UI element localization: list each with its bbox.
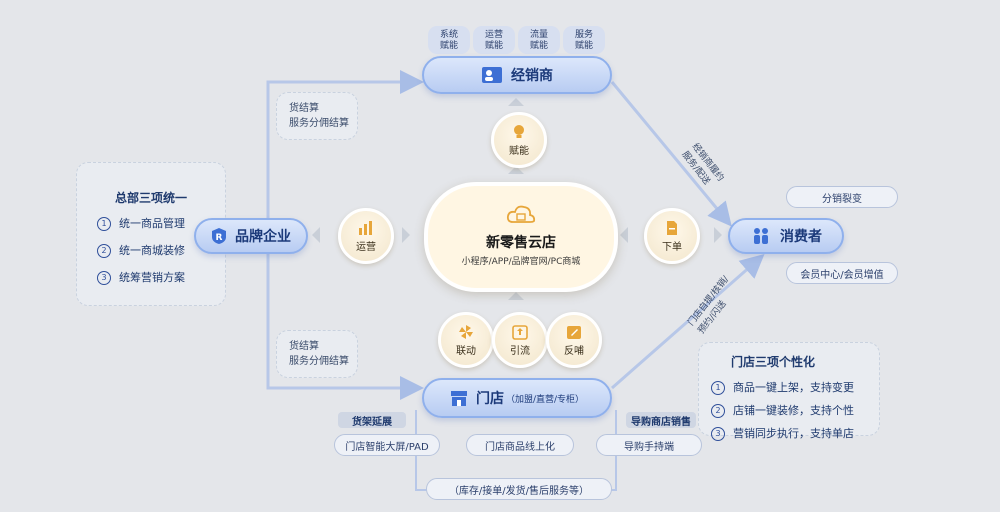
online-products-pill: 门店商品线上化	[466, 434, 574, 456]
person-card-icon	[482, 67, 502, 83]
edit-icon	[567, 325, 581, 339]
settle-bottom-box: 货结算服务分佣结算	[276, 330, 358, 378]
order-circle: 下单	[644, 208, 700, 264]
bar-chart-icon	[359, 220, 372, 235]
member-tag: 会员中心/会员增值	[786, 262, 898, 284]
empower-circle: 赋能	[491, 112, 547, 168]
center-new-retail[interactable]: 新零售云店 小程序/APP/品牌官网/PC商城	[424, 182, 618, 292]
store-sublabel: （加盟/直营/专柜）	[505, 394, 585, 405]
consumer-label: 消费者	[780, 229, 822, 245]
bulb-icon	[514, 124, 524, 138]
consumer-node[interactable]: 消费者	[728, 218, 844, 254]
store-icon	[450, 391, 467, 406]
operate-circle: 运营	[338, 208, 394, 264]
store-node[interactable]: 门店 （加盟/直营/专柜）	[422, 378, 612, 418]
center-subtitle: 小程序/APP/品牌官网/PC商城	[461, 257, 581, 267]
brand-label: 品牌企业	[235, 229, 291, 245]
store3-title: 门店三项个性化	[731, 355, 816, 369]
upload-box-icon	[512, 324, 528, 340]
settle-top-box: 货结算服务分佣结算	[276, 92, 358, 140]
smart-screen-pill: 门店智能大屏/PAD	[334, 434, 440, 456]
shield-r-icon: R	[212, 228, 226, 244]
guide-sales-tag: 导购商店销售	[626, 412, 696, 428]
distributor-label: 经销商	[511, 68, 553, 84]
pinwheel-icon	[459, 324, 473, 339]
tag-system-empower: 系统赋能	[428, 26, 470, 54]
shelf-ext-tag: 货架延展	[338, 412, 406, 428]
svg-text:R: R	[216, 233, 223, 243]
hq-title: 总部三项统一	[114, 191, 187, 205]
cloud-shop-icon	[506, 205, 536, 223]
traffic-circle: 引流	[492, 312, 548, 368]
guide-device-pill: 导购手持端	[596, 434, 702, 456]
store-label: 门店	[475, 391, 504, 407]
link-circle: 联动	[438, 312, 494, 368]
brand-node[interactable]: R 品牌企业	[194, 218, 308, 254]
tag-traffic-empower: 流量赋能	[518, 26, 560, 54]
feedback-circle: 反哺	[546, 312, 602, 368]
split-tag: 分销裂变	[786, 186, 898, 208]
doc-icon	[667, 220, 677, 235]
distributor-node[interactable]: 经销商	[422, 56, 612, 94]
tag-operate-empower: 运营赋能	[473, 26, 515, 54]
center-title: 新零售云店	[486, 235, 556, 251]
services-pill: （库存/接单/发货/售后服务等）	[426, 478, 612, 500]
tag-service-empower: 服务赋能	[563, 26, 605, 54]
people-icon	[754, 228, 768, 244]
